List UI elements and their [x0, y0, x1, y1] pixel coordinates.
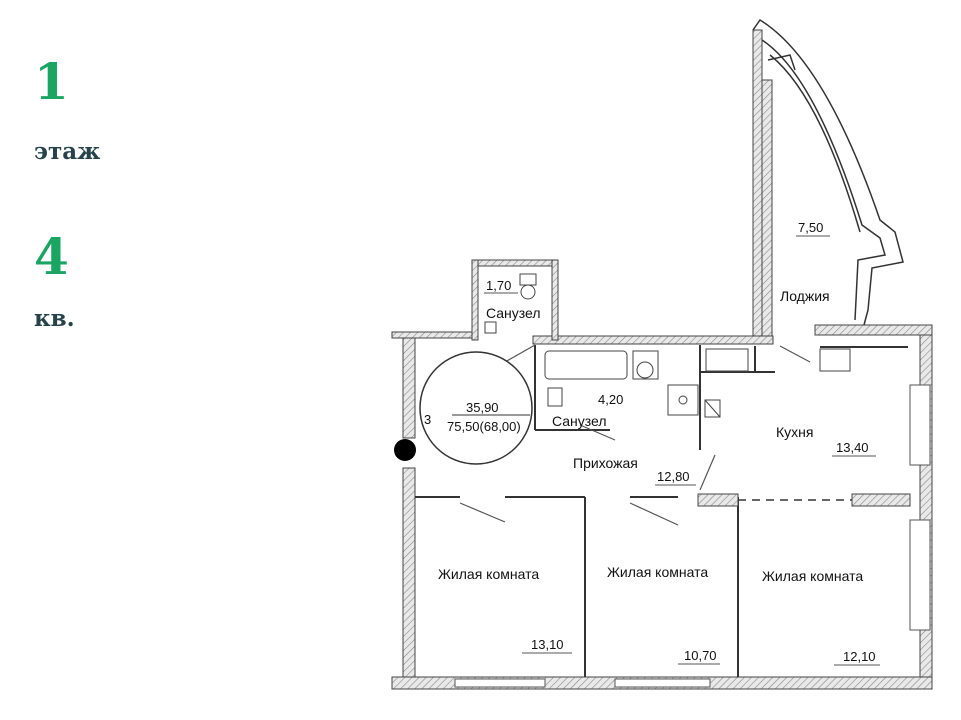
- room-3-area: 12,10: [843, 649, 876, 664]
- floor-label: этаж: [34, 138, 101, 165]
- entrance-marker: [394, 439, 416, 461]
- loggia-name: Лоджия: [780, 288, 830, 304]
- bathroom-name: Санузел: [552, 413, 607, 429]
- loggia-area: 7,50: [798, 220, 823, 235]
- living-area: 35,90: [466, 400, 499, 415]
- room-2-name: Жилая комната: [607, 564, 708, 580]
- kitchen-partition: [697, 493, 911, 507]
- door-swings: [459, 344, 811, 526]
- fixtures: [484, 273, 851, 418]
- loggia: [752, 18, 904, 326]
- bathroom-small-area: 1,70: [486, 278, 511, 293]
- kitchen-name: Кухня: [776, 424, 813, 440]
- room-1-name: Жилая комната: [438, 566, 539, 582]
- apartment-number: 4: [34, 227, 69, 286]
- area-underlines: [484, 235, 880, 666]
- room-3-name: Жилая комната: [762, 568, 863, 584]
- area-circle: [419, 351, 533, 465]
- kitchen-area: 13,40: [836, 440, 869, 455]
- hallway-name: Прихожая: [573, 455, 638, 471]
- bathroom-area: 4,20: [598, 392, 623, 407]
- bathroom-small-name: Санузел: [486, 305, 541, 321]
- floor-number: 1: [34, 52, 69, 111]
- interior-walls: [415, 345, 908, 677]
- total-area: 75,50(68,00): [447, 419, 521, 434]
- hallway-area: 12,80: [657, 469, 690, 484]
- apartment-label: кв.: [34, 305, 75, 332]
- rooms-count: 3: [424, 412, 431, 427]
- room-1-area: 13,10: [531, 637, 564, 652]
- windows: [454, 384, 931, 688]
- room-2-area: 10,70: [684, 648, 717, 663]
